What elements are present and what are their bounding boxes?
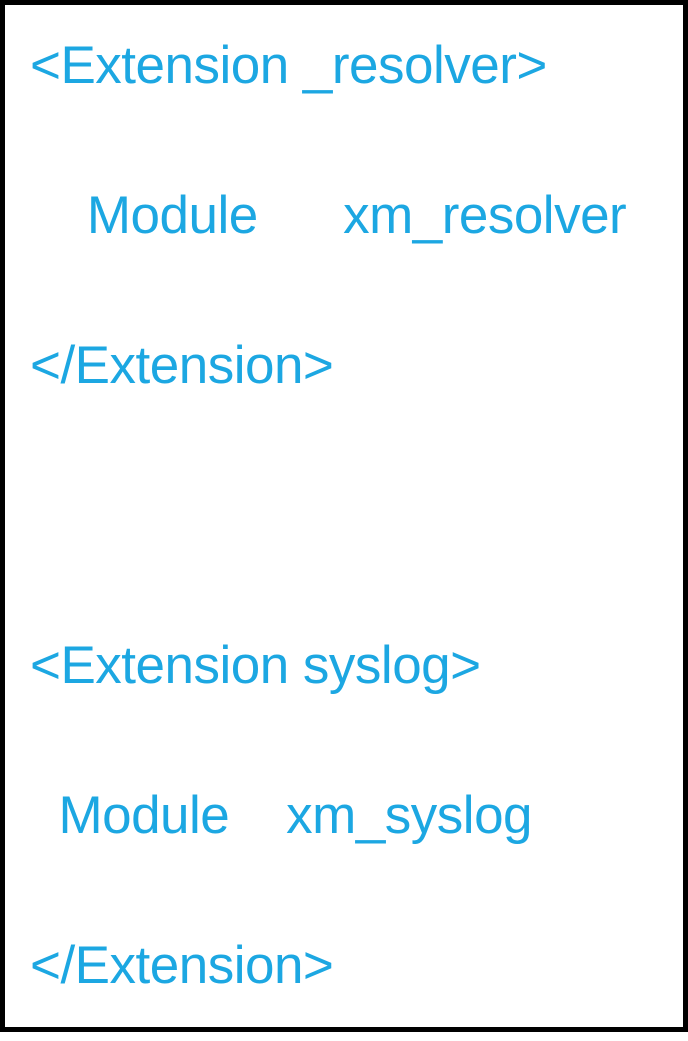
config-line-module-xm-syslog: Module xm_syslog <box>30 786 533 845</box>
config-line-extension-syslog-open: <Extension syslog> <box>30 636 481 695</box>
config-line-module-xm-resolver: Module xm_resolver <box>30 186 627 245</box>
config-line-extension-syslog-close: </Extension> <box>30 936 334 995</box>
config-line-extension-resolver-close: </Extension> <box>30 336 334 395</box>
extension-resolver-block: <Extension _resolver> Module xm_resolver… <box>30 0 673 441</box>
config-line-extension-resolver-open: <Extension _resolver> <box>30 36 547 95</box>
config-code-panel: <Extension _resolver> Module xm_resolver… <box>5 0 683 1041</box>
extension-syslog-block: <Extension syslog> Module xm_syslog </Ex… <box>30 591 673 1041</box>
